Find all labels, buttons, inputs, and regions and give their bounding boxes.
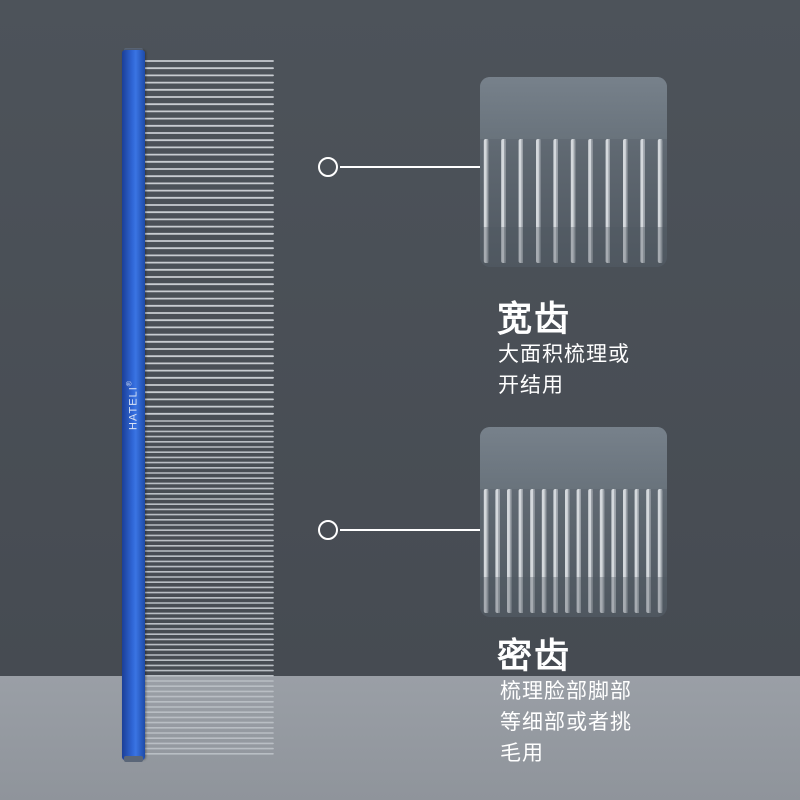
wide-teeth-base <box>480 77 667 139</box>
comb-spine <box>122 50 145 760</box>
fine-teeth-title: 密齿 <box>497 636 572 677</box>
closeup-tooth <box>657 139 663 263</box>
closeup-tooth <box>576 489 581 613</box>
closeup-tooth <box>565 489 570 613</box>
closeup-tooth <box>640 139 645 263</box>
closeup-tooth <box>623 489 628 613</box>
connector-ring-wide <box>318 157 338 177</box>
closeup-tooth <box>611 489 616 613</box>
brand-logo: HATELI® <box>126 380 140 430</box>
closeup-tooth <box>501 139 506 263</box>
wide-teeth-desc-line: 开结用 <box>498 373 564 397</box>
closeup-tooth <box>605 139 610 263</box>
closeup-tooth <box>541 489 547 613</box>
fine-teeth-desc-line: 毛用 <box>500 741 544 765</box>
fine-teeth-base <box>480 427 667 489</box>
closeup-tooth <box>483 139 489 263</box>
fine-teeth-description: 梳理脸部脚部 等细部或者挑 毛用 <box>500 676 632 769</box>
comb-teeth <box>145 60 274 755</box>
connector-line-wide <box>340 166 480 168</box>
closeup-tooth <box>599 489 605 613</box>
closeup-tooth <box>553 139 558 263</box>
connector-ring-fine <box>318 520 338 540</box>
closeup-tooth <box>623 139 628 263</box>
closeup-tooth <box>553 489 558 613</box>
closeup-tooth <box>570 139 576 263</box>
closeup-tooth <box>518 139 523 263</box>
fine-teeth-closeup <box>480 427 667 617</box>
closeup-tooth <box>536 139 541 263</box>
fine-teeth-desc-line: 梳理脸部脚部 <box>500 679 632 703</box>
wide-teeth-closeup <box>480 77 667 267</box>
closeup-tooth <box>530 489 535 613</box>
wide-teeth-desc-line: 大面积梳理或 <box>498 342 630 366</box>
fine-teeth-desc-line: 等细部或者挑 <box>500 710 632 734</box>
connector-line-fine <box>340 529 480 531</box>
closeup-fade <box>480 577 667 617</box>
closeup-tooth <box>634 489 639 613</box>
closeup-tooth <box>483 489 489 613</box>
closeup-fade <box>480 227 667 267</box>
closeup-tooth <box>507 489 512 613</box>
closeup-tooth <box>646 489 651 613</box>
closeup-tooth <box>588 139 593 263</box>
wide-teeth-description: 大面积梳理或 开结用 <box>498 339 630 401</box>
closeup-tooth <box>588 489 593 613</box>
closeup-tooth <box>518 489 523 613</box>
closeup-tooth <box>495 489 500 613</box>
wide-teeth-title: 宽齿 <box>497 299 572 340</box>
closeup-tooth <box>657 489 663 613</box>
spine-cap-bottom <box>124 756 143 762</box>
